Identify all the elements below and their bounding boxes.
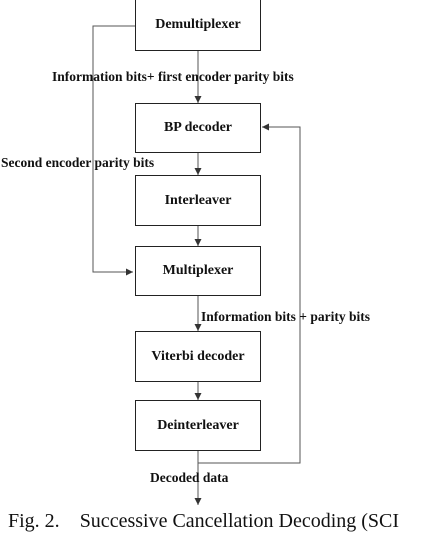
viterbi-decoder-block: Viterbi decoder <box>135 331 261 382</box>
demultiplexer-block: Demultiplexer <box>135 0 261 51</box>
decoded-data-label: Decoded data <box>150 470 229 485</box>
info-first-parity-label: Information bits+ first encoder parity b… <box>52 69 294 84</box>
caption-text: Successive Cancellation Decoding (SCI <box>79 510 400 532</box>
arrow-demux-bypass-to-mux <box>92 25 135 276</box>
second-parity-label: Second encoder parity bits <box>1 155 155 170</box>
caption-number: Fig. 2. <box>8 510 60 532</box>
interleaver-block: Interleaver <box>135 175 261 226</box>
deinterleaver-block: Deinterleaver <box>135 400 261 451</box>
info-parity-label: Information bits + parity bits <box>201 309 370 324</box>
figure-caption: Fig. 2. Successive Cancellation Decoding … <box>8 509 399 533</box>
bp-decoder-block: BP decoder <box>135 103 261 153</box>
arrow-feedback-to-bp <box>198 123 301 464</box>
multiplexer-block: Multiplexer <box>135 246 261 296</box>
